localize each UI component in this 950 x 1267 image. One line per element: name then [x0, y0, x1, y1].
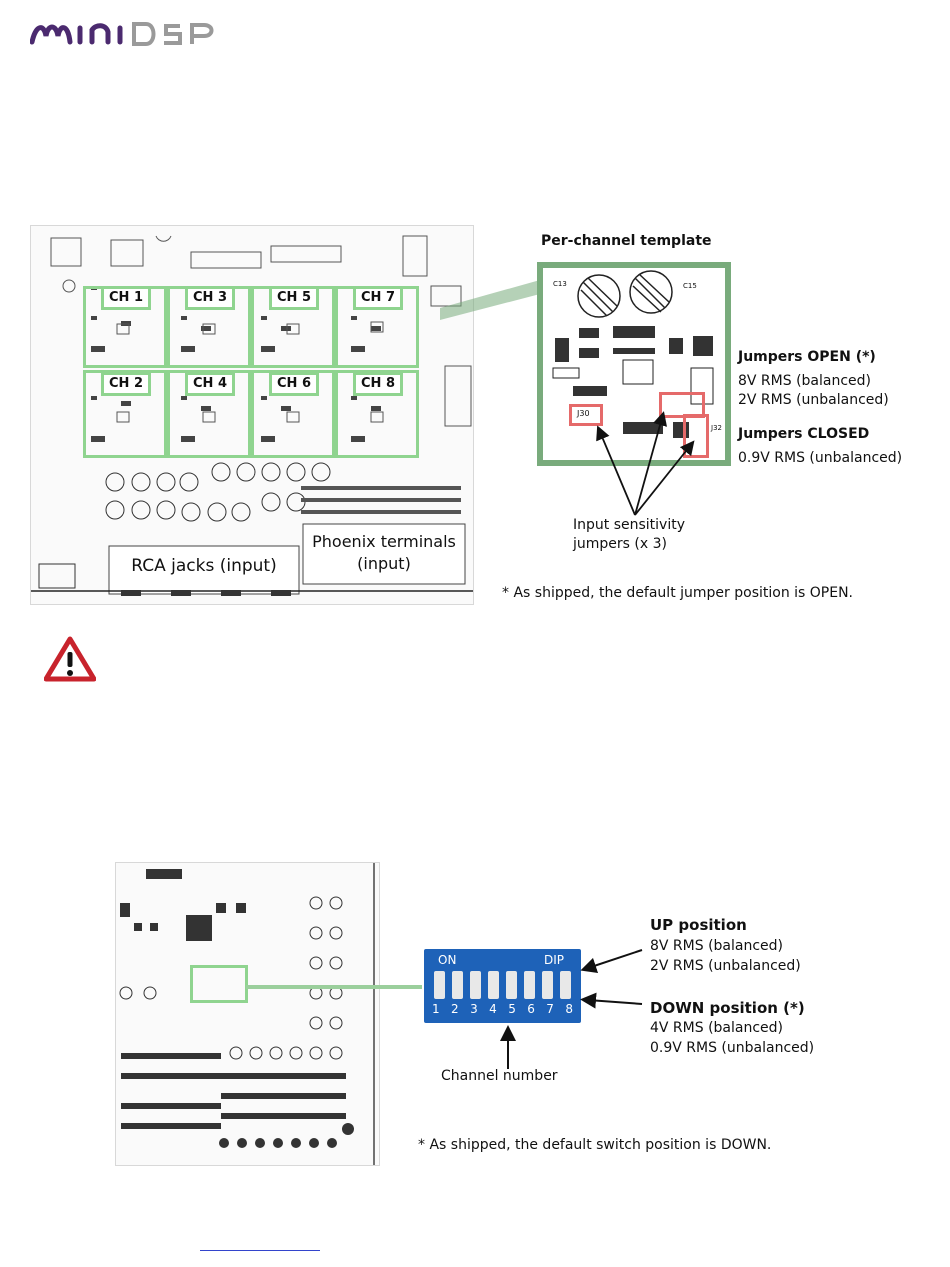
dip-number: 2	[451, 1002, 459, 1016]
per-channel-template: C13 C15 J30 J32	[537, 262, 731, 466]
jumpers-open-line1: 8V RMS (balanced)	[738, 373, 872, 389]
channel-label: CH 5	[269, 286, 319, 310]
channel-label: CH 7	[353, 286, 403, 310]
warning-triangle-icon	[44, 636, 96, 682]
channel-label: CH 2	[101, 372, 151, 396]
dip-toggle	[560, 971, 571, 999]
jumper-arrows	[596, 411, 695, 516]
dip-number: 8	[565, 1002, 573, 1016]
phoenix-label-line1: Phoenix terminals	[312, 532, 456, 551]
jumpers-open-title: Jumpers OPEN (*)	[738, 349, 876, 365]
channel-number-arrow	[500, 1025, 516, 1069]
dip-toggle	[488, 971, 499, 999]
jumper-j32-box	[683, 414, 709, 458]
channel-area-6	[251, 370, 335, 458]
dip-on-label: ON	[438, 953, 457, 967]
j30-label: J30	[577, 409, 590, 418]
jumper-footnote: * As shipped, the default jumper positio…	[502, 585, 854, 601]
jumpers-open-line2: 2V RMS (unbalanced)	[738, 392, 889, 408]
template-connector	[440, 280, 540, 320]
dip-toggles	[434, 971, 571, 999]
channel-label: CH 6	[269, 372, 319, 396]
dip-arrows	[580, 949, 643, 1009]
dip-toggle	[452, 971, 463, 999]
up-position-title: UP position	[650, 916, 747, 934]
up-position-line1: 8V RMS (balanced)	[650, 938, 784, 954]
footer-link[interactable]	[200, 1250, 320, 1251]
dip-switch-highlight	[190, 965, 248, 1003]
template-title: Per-channel template	[541, 233, 712, 249]
minidsp-logo	[29, 14, 230, 48]
dip-toggle	[506, 971, 517, 999]
switch-footnote: * As shipped, the default switch positio…	[418, 1137, 772, 1153]
input-sensitivity-line2: jumpers (x 3)	[573, 536, 667, 552]
dip-number: 6	[527, 1002, 535, 1016]
dip-switch: ON DIP 1 2 3 4 5 6 7 8	[424, 949, 581, 1023]
rca-jacks-label: RCA jacks (input)	[131, 556, 277, 576]
dip-board-diagram	[115, 862, 380, 1166]
dip-numbers: 1 2 3 4 5 6 7 8	[432, 1002, 573, 1018]
dip-number: 1	[432, 1002, 440, 1016]
jumper-mid-box	[659, 392, 705, 418]
input-sensitivity-line1: Input sensitivity	[573, 517, 685, 533]
dip-number: 4	[489, 1002, 497, 1016]
dip-connector	[246, 985, 422, 989]
channel-label: CH 8	[353, 372, 403, 396]
channel-area-2	[83, 370, 167, 458]
dip-toggle	[524, 971, 535, 999]
down-position-title: DOWN position (*)	[650, 999, 805, 1017]
j32-label: J32	[711, 424, 722, 432]
dip-toggle	[542, 971, 553, 999]
channel-label: CH 4	[185, 372, 235, 396]
dip-number: 7	[546, 1002, 554, 1016]
down-position-line1: 4V RMS (balanced)	[650, 1020, 784, 1036]
channel-number-label: Channel number	[441, 1068, 558, 1084]
input-board-diagram: CH 1 CH 3 CH 5 CH 7 CH 2 CH 4 CH 6 CH 8 …	[30, 225, 474, 605]
jumpers-closed-line1: 0.9V RMS (unbalanced)	[738, 450, 903, 466]
channel-area-8	[335, 370, 419, 458]
channel-label: CH 1	[101, 286, 151, 310]
down-position-line2: 0.9V RMS (unbalanced)	[650, 1040, 815, 1056]
up-position-line2: 2V RMS (unbalanced)	[650, 958, 801, 974]
dip-toggle	[434, 971, 445, 999]
channel-area-4	[167, 370, 251, 458]
dip-number: 5	[508, 1002, 516, 1016]
dip-number: 3	[470, 1002, 478, 1016]
jumpers-closed-title: Jumpers CLOSED	[738, 426, 870, 442]
dip-toggle	[470, 971, 481, 999]
dip-label: DIP	[544, 953, 565, 967]
jumper-j30-box	[569, 404, 603, 426]
c15-label: C15	[683, 282, 697, 290]
c13-label: C13	[553, 280, 567, 288]
channel-label: CH 3	[185, 286, 235, 310]
phoenix-label-line2: (input)	[357, 554, 411, 573]
